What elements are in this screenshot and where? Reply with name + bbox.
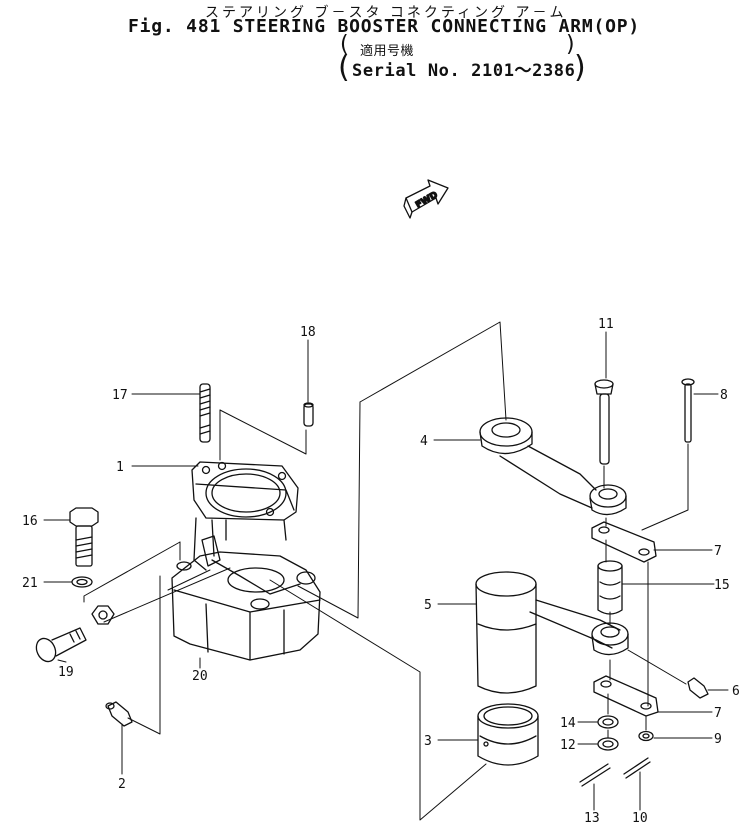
washer-12 bbox=[597, 737, 619, 751]
grease-fitting-6 bbox=[687, 677, 709, 699]
pin-18 bbox=[303, 402, 314, 427]
callout-11: 11 bbox=[598, 317, 614, 332]
paren-open: ( bbox=[338, 50, 350, 85]
paren-open: ( bbox=[340, 32, 349, 57]
serial-number-range: Serial No. 2101～2386 bbox=[352, 61, 576, 81]
callout-16: 16 bbox=[22, 514, 38, 529]
fwd-arrow-icon bbox=[403, 179, 449, 219]
link-plate-7-upper bbox=[591, 521, 657, 563]
stud-bolt-17 bbox=[199, 383, 211, 443]
bushing-15 bbox=[597, 560, 623, 615]
callout-21: 21 bbox=[22, 576, 38, 591]
figure-title: Fig. 481 STEERING BOOSTER CONNECTING ARM… bbox=[128, 16, 641, 37]
lock-washer-21 bbox=[71, 576, 93, 588]
pin-11 bbox=[594, 379, 614, 465]
callout-15: 15 bbox=[714, 578, 730, 593]
callout-19: 19 bbox=[58, 665, 74, 680]
callout-4: 4 bbox=[420, 434, 428, 449]
callout-5: 5 bbox=[424, 598, 432, 613]
callout-13: 13 bbox=[584, 811, 600, 826]
sleeve-3 bbox=[477, 703, 539, 766]
callout-9: 9 bbox=[714, 732, 722, 747]
paren-close: ) bbox=[566, 32, 575, 57]
cotter-pin-13 bbox=[579, 763, 611, 787]
callout-17: 17 bbox=[112, 388, 128, 403]
callout-2: 2 bbox=[118, 777, 126, 792]
hex-bolt-16 bbox=[69, 507, 99, 567]
bolt-19 bbox=[35, 627, 87, 663]
callout-8: 8 bbox=[720, 388, 728, 403]
callout-3: 3 bbox=[424, 734, 432, 749]
bracket-housing-1 bbox=[171, 461, 321, 661]
callout-12: 12 bbox=[560, 738, 576, 753]
paren-close: ) bbox=[574, 50, 586, 85]
model-label-japanese: 適用号機 bbox=[360, 44, 415, 59]
callout-1: 1 bbox=[116, 460, 124, 475]
leader-lines bbox=[43, 331, 729, 811]
callout-6: 6 bbox=[732, 684, 740, 699]
washer-14 bbox=[597, 715, 619, 729]
callout-10: 10 bbox=[632, 811, 648, 826]
callout-7-upper: 7 bbox=[714, 544, 722, 559]
lower-arm-5 bbox=[475, 571, 629, 694]
fwd-label: FWD bbox=[414, 190, 439, 210]
assembly-lines bbox=[83, 321, 689, 821]
cotter-pin-10 bbox=[623, 757, 651, 779]
callout-14: 14 bbox=[560, 716, 576, 731]
nut-9 bbox=[638, 730, 654, 742]
long-pin-8 bbox=[681, 378, 695, 443]
grease-fitting-2 bbox=[105, 701, 133, 727]
callout-20: 20 bbox=[192, 669, 208, 684]
callout-7-lower: 7 bbox=[714, 706, 722, 721]
callout-18: 18 bbox=[300, 325, 316, 340]
title-japanese: ステアリング ブ－スタ コネクティング ア－ム bbox=[205, 5, 567, 21]
nut-20 bbox=[91, 605, 115, 625]
